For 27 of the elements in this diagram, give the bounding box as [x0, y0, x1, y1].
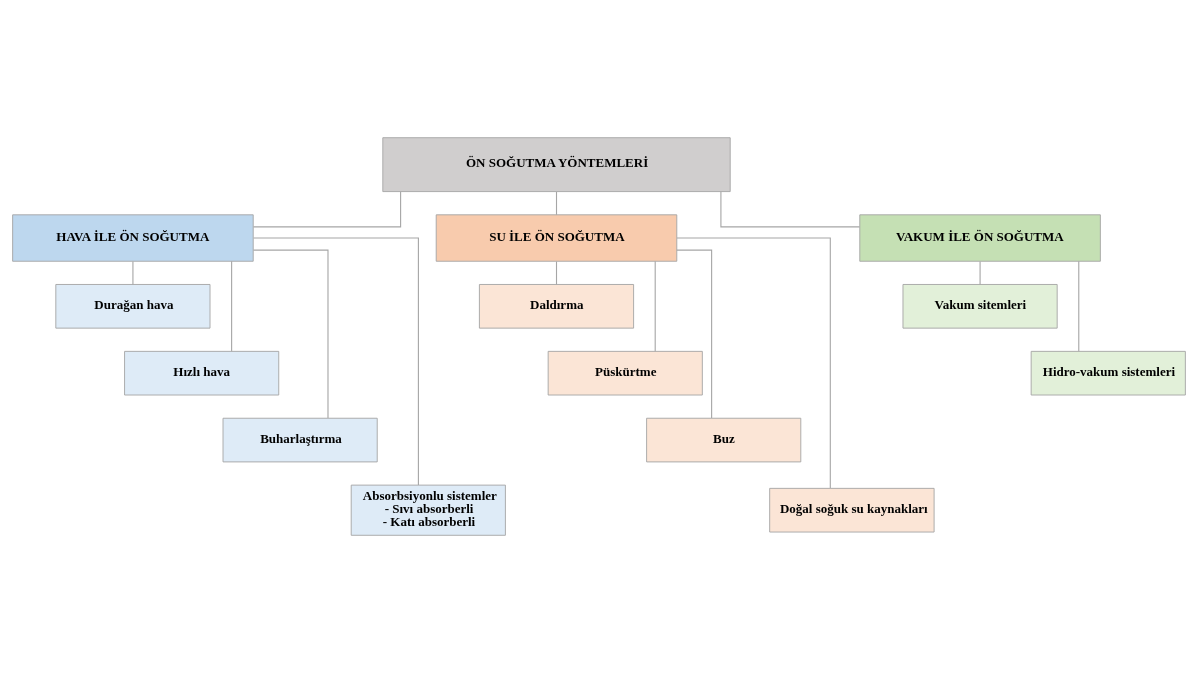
node-box: Püskürtme — [547, 350, 703, 396]
node-box: VAKUM İLE ÖN SOĞUTMA — [859, 214, 1101, 262]
connector — [720, 191, 861, 228]
connector — [252, 191, 402, 228]
node-box: Hızlı hava — [124, 350, 280, 396]
connector — [555, 191, 558, 216]
connector — [676, 237, 831, 489]
connector — [253, 237, 419, 486]
node-box: Buharlaştırma — [222, 417, 378, 463]
connector — [676, 249, 713, 419]
node-box: ÖN SOĞUTMA YÖNTEMLERİ — [382, 137, 731, 193]
connector — [252, 249, 329, 419]
connector — [132, 260, 134, 285]
connector — [555, 260, 558, 285]
node-box: Buz — [646, 417, 802, 463]
node-box: Durağan hava — [55, 284, 211, 329]
connector — [654, 260, 656, 352]
node-box: Hidro-vakum sistemleri — [1030, 350, 1186, 396]
node-box: Vakum sitemleri — [902, 284, 1058, 329]
connector — [979, 260, 981, 285]
node-box: Daldırma — [478, 284, 635, 329]
node-box: SU İLE ÖN SOĞUTMA — [435, 214, 678, 262]
node-box: HAVA İLE ÖN SOĞUTMA — [12, 214, 254, 262]
node-box: Absorbsiyonlu sistemler - Sıvı absorberli - Katı absorberli — [350, 484, 506, 536]
connector — [1078, 260, 1080, 352]
node-box: Doğal soğuk su kaynakları — [769, 487, 935, 533]
connector — [231, 260, 233, 352]
